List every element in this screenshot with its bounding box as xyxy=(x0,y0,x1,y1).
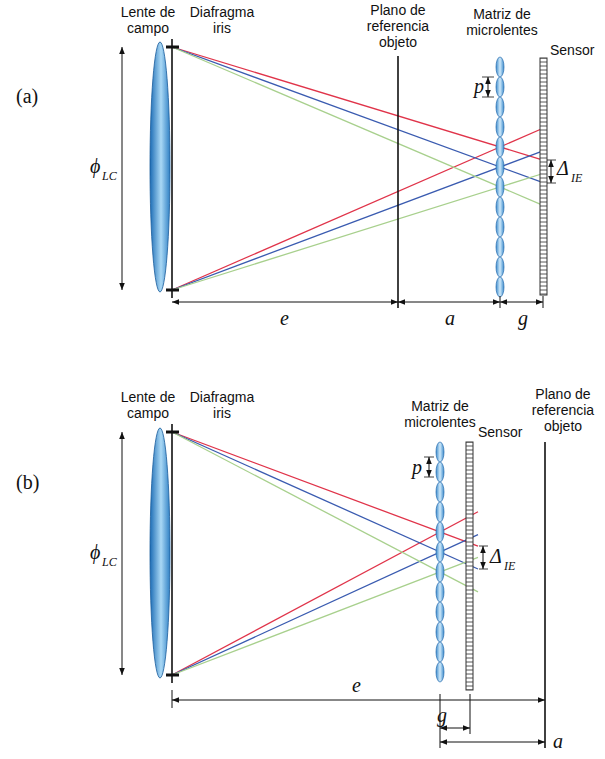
light-ray xyxy=(172,151,543,290)
light-ray xyxy=(172,512,478,675)
symbol-label: ϕ xyxy=(90,156,100,176)
panel-label: (b) xyxy=(16,472,39,492)
microlens xyxy=(496,57,504,77)
distance-a xyxy=(398,302,500,303)
light-ray xyxy=(172,173,543,290)
microlens xyxy=(496,77,504,97)
microlens xyxy=(436,522,444,542)
dimension-label: a xyxy=(445,308,455,328)
microlens xyxy=(496,197,504,217)
object-plane xyxy=(544,442,546,748)
delta-dimension xyxy=(483,546,484,569)
light-ray xyxy=(172,47,543,205)
aperture-dimension xyxy=(122,47,123,290)
subscript-label: LC xyxy=(102,556,117,568)
dimension-label: g xyxy=(437,705,447,725)
aperture-dimension xyxy=(122,432,123,675)
field-lens xyxy=(150,42,170,292)
symbol-label: Δ xyxy=(490,546,502,566)
light-ray xyxy=(172,128,543,290)
microlens xyxy=(436,562,444,582)
light-ray xyxy=(172,535,478,675)
symbol-label: p xyxy=(474,76,484,96)
part-label: Diafragma iris xyxy=(186,4,258,36)
microlens xyxy=(496,257,504,277)
field-lens xyxy=(150,428,170,678)
part-label: Lente de campo xyxy=(115,389,181,421)
microlens xyxy=(496,177,504,197)
subscript-label: IE xyxy=(571,172,582,184)
microlens xyxy=(496,137,504,157)
distance-e xyxy=(172,302,398,303)
pitch-dimension xyxy=(429,457,430,477)
iris-edge xyxy=(166,674,179,677)
sensor-array xyxy=(540,58,547,295)
light-ray xyxy=(172,47,543,183)
part-label: Diafragma iris xyxy=(186,389,258,421)
part-label: Lente de campo xyxy=(115,4,181,36)
symbol-label: Δ xyxy=(557,158,569,178)
microlens xyxy=(436,662,444,682)
dimension-tick xyxy=(172,690,173,708)
microlens xyxy=(436,602,444,622)
microlens xyxy=(496,117,504,137)
microlens xyxy=(436,542,444,562)
iris-edge xyxy=(166,289,179,292)
part-label: Plano de referencia objeto xyxy=(360,2,436,50)
microlens xyxy=(496,237,504,257)
light-ray xyxy=(172,432,478,569)
object-plane xyxy=(397,56,399,308)
dimension-label: e xyxy=(280,308,289,328)
microlens xyxy=(436,482,444,502)
subscript-label: IE xyxy=(504,560,515,572)
subscript-label: LC xyxy=(102,170,117,182)
microlens xyxy=(496,157,504,177)
microlens xyxy=(436,642,444,662)
distance-a xyxy=(440,742,545,743)
dimension-label: g xyxy=(518,308,528,328)
part-label: Plano de referencia objeto xyxy=(526,386,600,434)
delta-dimension xyxy=(551,160,552,183)
distance-g xyxy=(440,728,470,729)
dimension-label: a xyxy=(553,731,563,751)
microlens xyxy=(436,502,444,522)
iris-edge xyxy=(166,431,179,434)
sensor-array xyxy=(466,442,473,690)
iris-edge xyxy=(166,46,179,49)
microlens xyxy=(436,622,444,642)
part-label: Matriz de microlentes xyxy=(398,398,482,430)
symbol-label: p xyxy=(412,457,422,477)
part-label: Sensor xyxy=(478,424,522,440)
dimension-label: e xyxy=(352,675,361,695)
distance-e xyxy=(172,700,545,701)
distance-g xyxy=(500,302,543,303)
pitch-dimension xyxy=(488,77,489,97)
microlens xyxy=(436,462,444,482)
light-ray xyxy=(172,557,478,675)
microlens xyxy=(496,277,504,297)
light-ray xyxy=(172,47,543,160)
microlens xyxy=(436,582,444,602)
light-ray xyxy=(172,432,478,592)
symbol-label: ϕ xyxy=(90,542,100,562)
iris-diaphragm xyxy=(171,424,173,683)
microlens xyxy=(496,97,504,117)
part-label: Matriz de microlentes xyxy=(460,6,544,38)
part-label: Sensor xyxy=(550,42,594,58)
panel-label: (a) xyxy=(16,86,38,106)
iris-diaphragm xyxy=(171,39,173,298)
light-ray xyxy=(172,432,478,546)
microlens xyxy=(496,217,504,237)
microlens xyxy=(436,442,444,462)
